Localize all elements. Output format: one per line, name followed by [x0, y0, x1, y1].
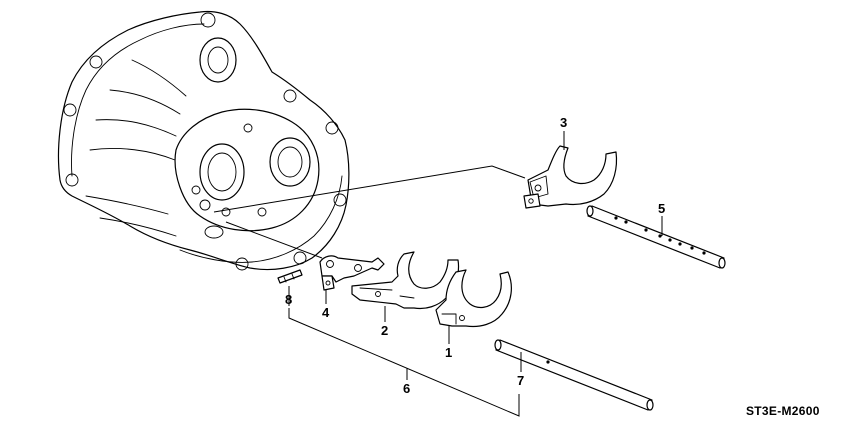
callout-1: 1	[445, 345, 452, 360]
callout-2: 2	[381, 323, 388, 338]
callout-3: 3	[560, 115, 567, 130]
callout-7: 7	[517, 373, 524, 388]
shift-fork-2	[351, 251, 460, 310]
shift-arm-4	[319, 255, 385, 291]
shift-fork-3	[523, 145, 618, 209]
callout-6: 6	[403, 381, 410, 396]
shift-fork-1	[435, 269, 512, 328]
spring-pin-8	[277, 269, 303, 284]
callout-5: 5	[658, 201, 665, 216]
shift-rod-7	[494, 339, 654, 411]
callout-8: 8	[285, 292, 292, 307]
shift-rod-5	[586, 205, 726, 269]
alignment-lines	[213, 165, 526, 259]
transmission-housing	[57, 10, 350, 271]
callout-labels: 1 2 3 4 5 6 7 8	[285, 115, 665, 396]
callout-4: 4	[322, 305, 330, 320]
diagram-code: ST3E-M2600	[746, 404, 820, 418]
leader-lines	[288, 131, 663, 417]
